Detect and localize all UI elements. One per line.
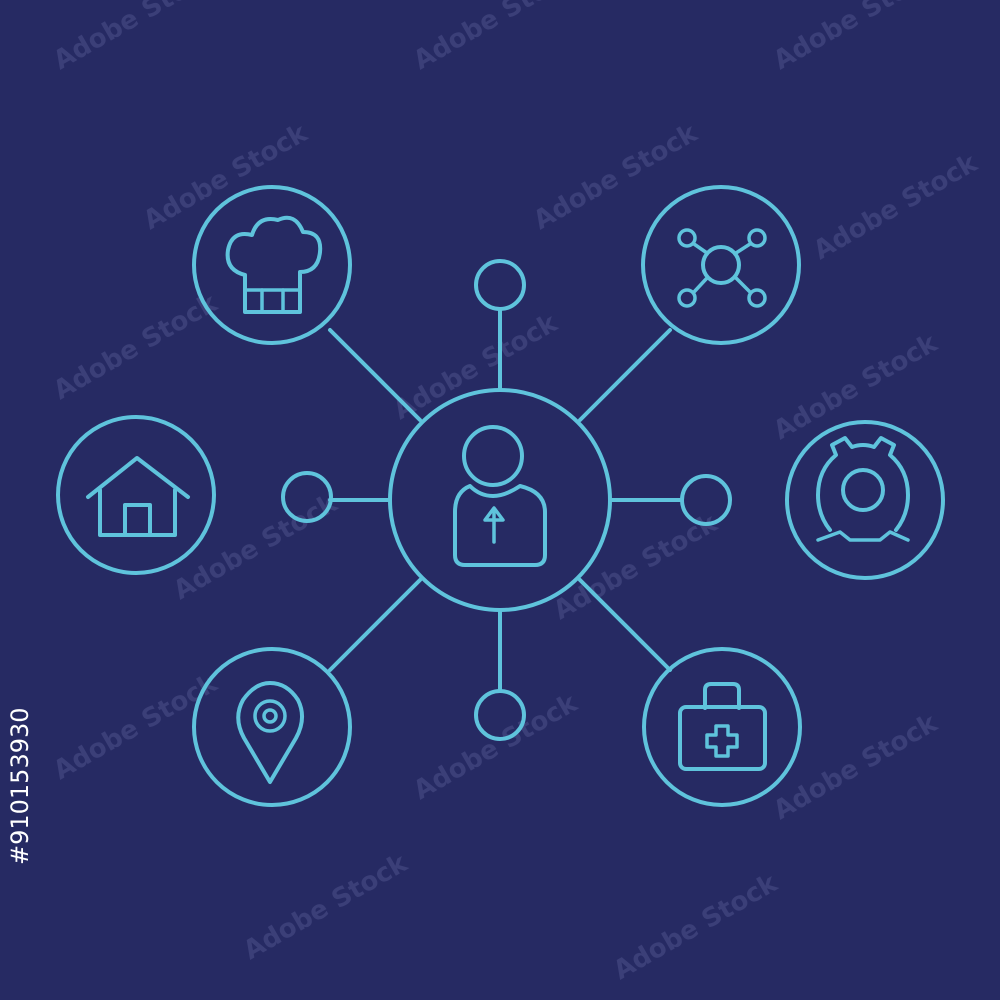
watermark-text: Adobe Stock <box>49 288 224 406</box>
watermark-text: Adobe Stock <box>409 688 584 806</box>
node-gear <box>785 420 945 580</box>
connector-line <box>578 328 672 422</box>
hub-circle <box>388 388 612 612</box>
node-location <box>192 647 352 807</box>
first-aid-kit-icon <box>678 682 767 771</box>
network-icon <box>677 228 767 308</box>
node-circle <box>641 185 801 345</box>
watermark-text: Adobe Stock <box>49 668 224 786</box>
node-first-aid <box>642 647 802 807</box>
node-circle <box>785 420 945 580</box>
node-circle <box>192 647 352 807</box>
endpoint-node <box>474 689 526 741</box>
watermark-text: Adobe Stock <box>809 148 984 266</box>
watermark-text: Adobe Stock <box>389 308 564 426</box>
watermark-text: Adobe Stock <box>239 848 414 966</box>
watermark-text: Adobe Stock <box>529 118 704 236</box>
endpoint-node <box>281 471 333 523</box>
node-home <box>56 415 216 575</box>
gear-icon <box>816 436 910 542</box>
connector-line <box>328 328 422 422</box>
node-network <box>641 185 801 345</box>
endpoints <box>281 259 732 741</box>
user-upload-icon <box>453 425 547 567</box>
chef-hat-icon <box>225 215 323 314</box>
node-circle <box>56 415 216 575</box>
location-pin-icon <box>236 681 304 784</box>
watermark-text: Adobe Stock <box>409 0 584 76</box>
node-circle <box>642 647 802 807</box>
node-circle <box>192 185 352 345</box>
watermark-text: Adobe Stock <box>769 0 944 76</box>
watermark-text: Adobe Stock <box>49 0 224 76</box>
watermark-text: Adobe Stock <box>549 508 724 626</box>
endpoint-node <box>680 474 732 526</box>
stock-id-label: #910153930 <box>6 707 34 865</box>
connectors <box>328 308 682 692</box>
watermark-text: Adobe Stock <box>769 328 944 446</box>
hub-node <box>388 388 612 612</box>
watermark-text: Adobe Stock <box>769 708 944 826</box>
endpoint-node <box>474 259 526 311</box>
connector-line <box>328 578 422 672</box>
connector-line <box>578 578 672 672</box>
watermark-text: Adobe Stock <box>609 868 784 986</box>
node-chef-hat <box>192 185 352 345</box>
home-icon <box>86 456 190 537</box>
